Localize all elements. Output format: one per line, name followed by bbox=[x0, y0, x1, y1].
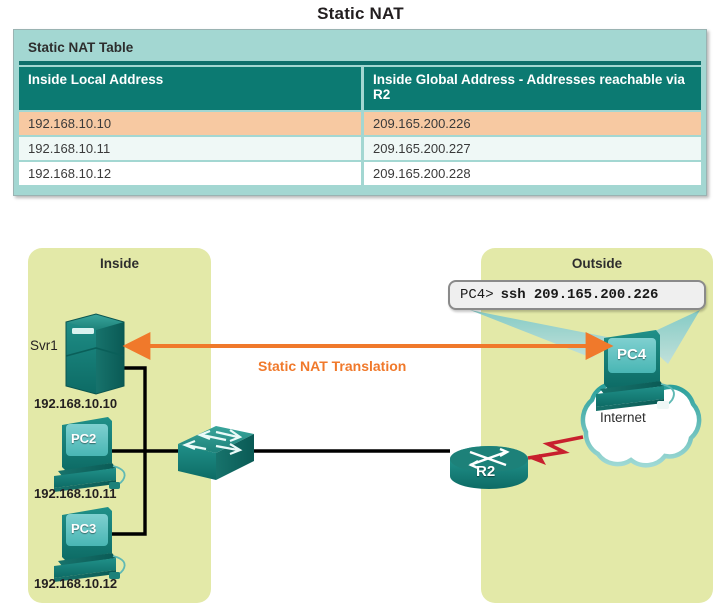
table-row[interactable]: 192.168.10.10 209.165.200.226 bbox=[19, 112, 701, 135]
static-nat-table: Static NAT Table Inside Local Address In… bbox=[13, 29, 707, 196]
pc3-icon[interactable] bbox=[54, 507, 126, 582]
network-topology-diagram: Inside Outside bbox=[0, 218, 721, 614]
table-caption: Static NAT Table bbox=[28, 40, 134, 55]
outside-zone-label: Outside bbox=[571, 256, 623, 271]
internet-cloud-label: Internet bbox=[600, 410, 646, 425]
cell-inside-local: 192.168.10.11 bbox=[19, 137, 361, 160]
pc2-icon[interactable] bbox=[54, 417, 126, 492]
column-header-inside-local: Inside Local Address bbox=[19, 67, 361, 110]
table-row[interactable]: 192.168.10.11 209.165.200.227 bbox=[19, 137, 701, 160]
table-row[interactable]: 192.168.10.12 209.165.200.228 bbox=[19, 162, 701, 185]
inside-zone: Inside bbox=[28, 248, 211, 603]
cell-inside-local: 192.168.10.12 bbox=[19, 162, 361, 185]
cell-inside-global: 209.165.200.228 bbox=[364, 162, 701, 185]
callout-beams bbox=[470, 310, 700, 364]
server-ip-label: 192.168.10.10 bbox=[34, 396, 118, 411]
diagram-vector-layer bbox=[54, 310, 702, 582]
inside-zone-label: Inside bbox=[99, 256, 139, 271]
serial-link bbox=[527, 435, 584, 465]
column-header-inside-global: Inside Global Address - Addresses reacha… bbox=[364, 67, 701, 110]
cell-inside-global: 209.165.200.226 bbox=[364, 112, 701, 135]
switch-icon[interactable] bbox=[178, 426, 254, 480]
lan-cabling bbox=[107, 366, 450, 536]
page-title: Static NAT bbox=[317, 4, 404, 23]
pc2-ip-label: 192.168.10.11 bbox=[34, 486, 117, 501]
pc4-icon[interactable] bbox=[596, 330, 675, 411]
table-header-row: Inside Local Address Inside Global Addre… bbox=[19, 67, 701, 110]
table-header-rule bbox=[19, 61, 701, 65]
cell-inside-global: 209.165.200.227 bbox=[364, 137, 701, 160]
static-nat-translation-label: Static NAT Translation bbox=[258, 358, 407, 374]
pc4-cli-callout: PC4> ssh 209.165.200.226 bbox=[448, 280, 706, 310]
router-r2-icon[interactable] bbox=[450, 446, 528, 489]
server-label: Svr1 bbox=[30, 338, 58, 353]
cell-inside-local: 192.168.10.10 bbox=[19, 112, 361, 135]
server-svr1-icon[interactable] bbox=[65, 313, 125, 395]
cli-command: ssh 209.165.200.226 bbox=[500, 287, 659, 303]
pc3-ip-label: 192.168.10.12 bbox=[34, 576, 118, 591]
cli-prompt: PC4> bbox=[460, 287, 494, 303]
